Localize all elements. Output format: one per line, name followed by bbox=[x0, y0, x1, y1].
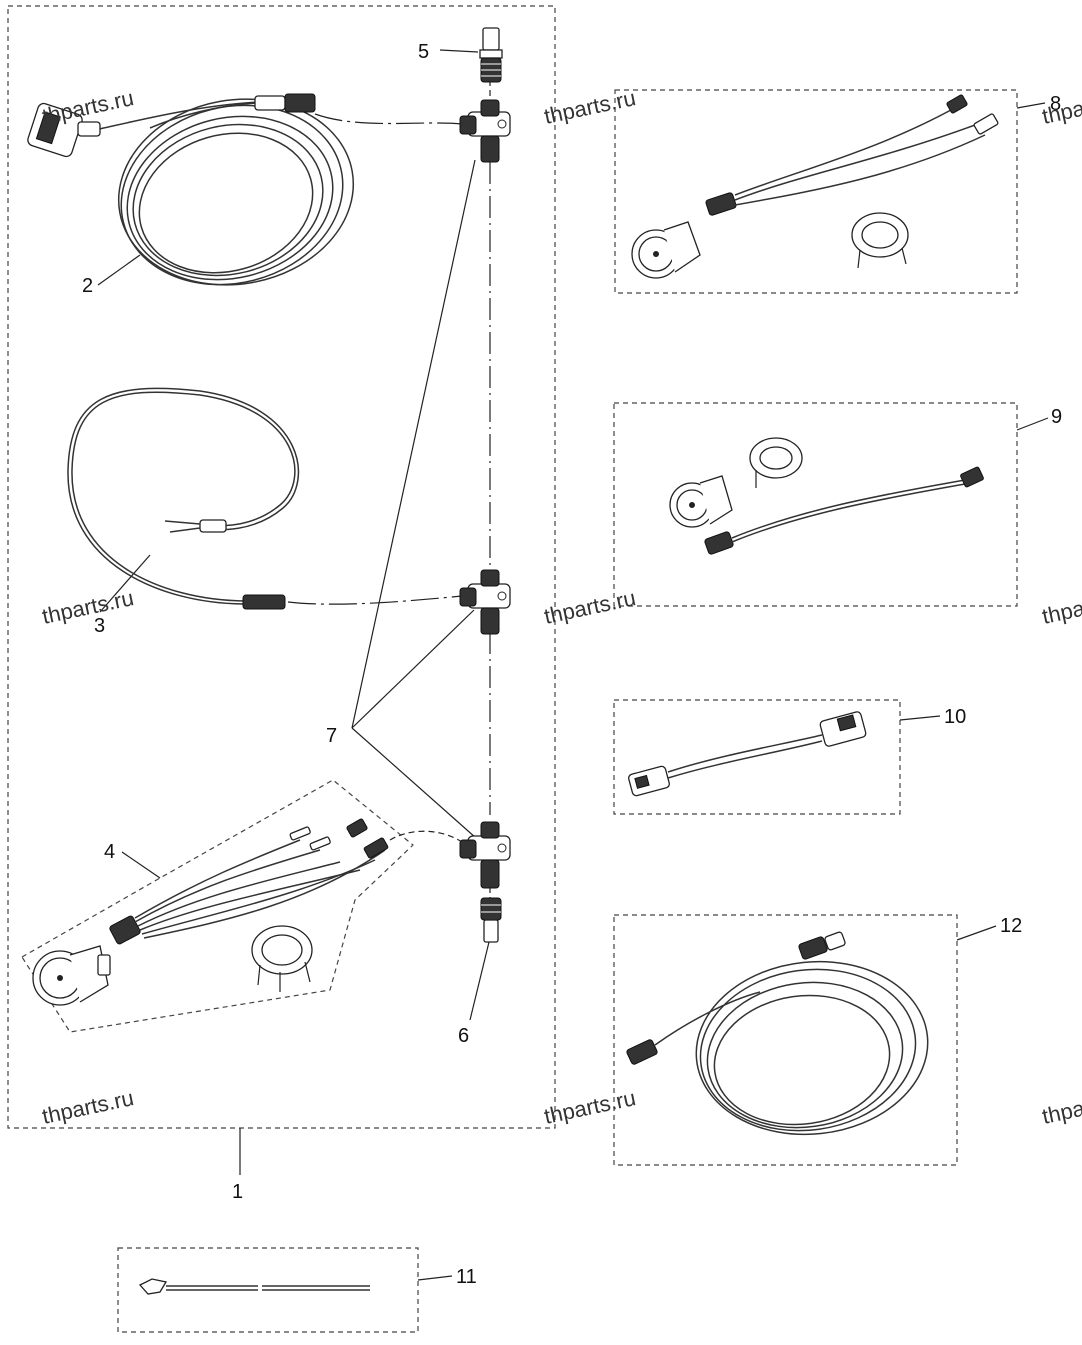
callout-8: 8 bbox=[1050, 93, 1061, 115]
callout-3: 3 bbox=[94, 615, 105, 637]
gauge-kit-part-8 bbox=[631, 94, 999, 279]
watermark: thparts.ru bbox=[1040, 85, 1082, 129]
watermark: thparts.ru bbox=[40, 1085, 136, 1129]
kit-4-box bbox=[21, 779, 414, 1033]
coiled-harness-part-2 bbox=[27, 93, 355, 286]
terminator-part-6 bbox=[480, 897, 502, 943]
tee-connector-bottom bbox=[459, 821, 511, 889]
mounting-bracket-4 bbox=[251, 925, 313, 992]
cable-part-3 bbox=[67, 387, 300, 610]
callout-6: 6 bbox=[458, 1025, 469, 1047]
callout-4: 4 bbox=[104, 841, 115, 863]
kit-1-box bbox=[7, 5, 556, 1175]
callout-7: 7 bbox=[326, 725, 337, 747]
watermark: thparts.ru bbox=[1040, 585, 1082, 629]
kit-10-box bbox=[613, 699, 901, 815]
callout-12: 12 bbox=[1000, 915, 1022, 937]
callout-2: 2 bbox=[82, 275, 93, 297]
leader-lines bbox=[97, 49, 1049, 1281]
gauge-kit-part-9 bbox=[669, 437, 984, 555]
watermark: thparts.ru bbox=[40, 585, 136, 629]
callout-11: 11 bbox=[456, 1266, 477, 1288]
harness-4 bbox=[109, 818, 389, 945]
terminator-part-5 bbox=[479, 27, 503, 83]
watermark: thparts.ru bbox=[1040, 1085, 1082, 1129]
watermark: thparts.ru bbox=[542, 585, 638, 629]
callout-10: 10 bbox=[944, 706, 966, 728]
gauge-kit-part-4 bbox=[32, 818, 389, 1006]
extension-cable-part-12 bbox=[626, 931, 929, 1136]
adapter-cable-part-10 bbox=[628, 711, 867, 797]
watermarks: thparts.ru thparts.ru thparts.ru thparts… bbox=[40, 85, 1082, 1129]
engine-plug bbox=[27, 102, 101, 158]
kit-8-box bbox=[614, 89, 1018, 294]
callout-5: 5 bbox=[418, 41, 429, 63]
watermark: thparts.ru bbox=[542, 85, 638, 129]
callout-labels: 1 2 3 4 5 6 7 8 9 10 11 12 bbox=[82, 41, 1062, 1288]
kit-12-box bbox=[613, 914, 958, 1166]
sensor-wire-part-11 bbox=[138, 1278, 370, 1295]
callout-1: 1 bbox=[232, 1181, 243, 1203]
kit-9-box bbox=[613, 402, 1018, 607]
kit-11-box bbox=[117, 1247, 419, 1333]
gauge-4 bbox=[32, 945, 111, 1006]
callout-9: 9 bbox=[1051, 406, 1062, 428]
watermark: thparts.ru bbox=[542, 1085, 638, 1129]
tee-connector-top bbox=[459, 99, 511, 163]
tee-connector-middle bbox=[459, 569, 511, 635]
backbone-lines bbox=[287, 50, 491, 900]
